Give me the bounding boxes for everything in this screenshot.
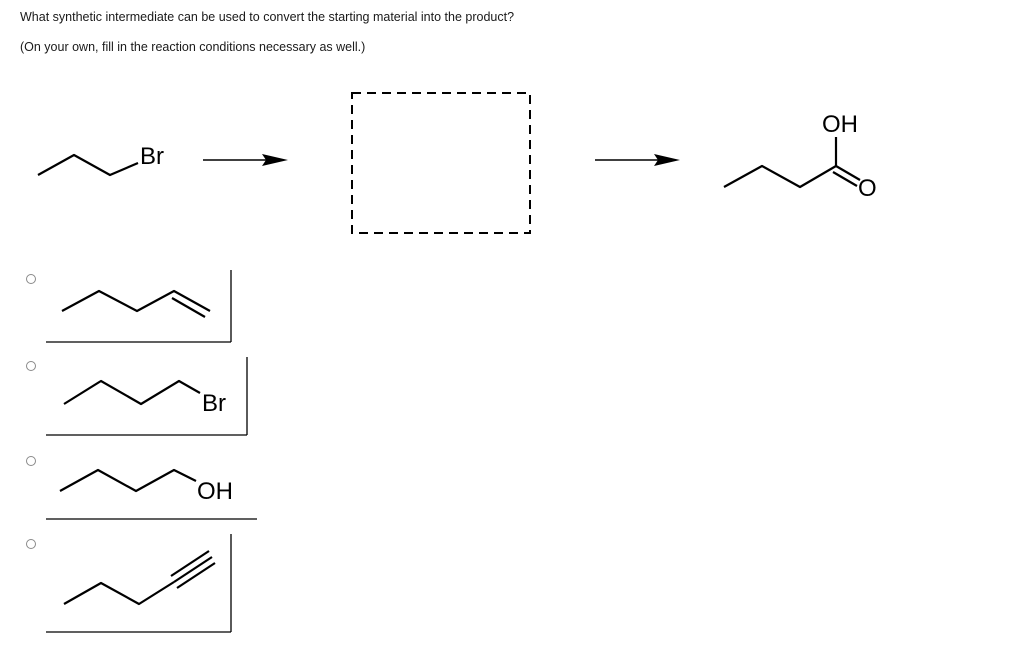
product-o-label: O [858, 175, 877, 202]
radio-button-d[interactable] [26, 539, 36, 549]
product-oh-label: OH [822, 111, 858, 138]
choice-b-structure: Br [46, 357, 248, 436]
choice-a-structure [46, 270, 232, 343]
answer-choice-c[interactable]: OH [0, 450, 400, 522]
starting-material-br-label: Br [140, 143, 164, 170]
choice-b-br-label: Br [202, 390, 226, 417]
choice-c-oh-label: OH [197, 478, 233, 505]
intermediate-answer-box [351, 92, 531, 234]
starting-material: Br [37, 143, 164, 177]
answer-choice-b[interactable]: Br [0, 350, 400, 440]
radio-button-a[interactable] [26, 274, 36, 284]
question-instructions: (On your own, fill in the reaction condi… [20, 40, 366, 54]
reaction-arrow-1 [203, 154, 288, 166]
choice-d-structure [46, 534, 232, 633]
reaction-scheme: Br OH O [37, 92, 877, 234]
choice-c-structure: OH [46, 468, 257, 520]
answer-choice-a[interactable] [0, 262, 400, 344]
radio-button-b[interactable] [26, 361, 36, 371]
product: OH O [723, 111, 877, 202]
reaction-arrow-2 [595, 154, 680, 166]
radio-button-c[interactable] [26, 456, 36, 466]
answer-choice-d[interactable] [0, 532, 400, 636]
question-text: What synthetic intermediate can be used … [20, 10, 515, 24]
